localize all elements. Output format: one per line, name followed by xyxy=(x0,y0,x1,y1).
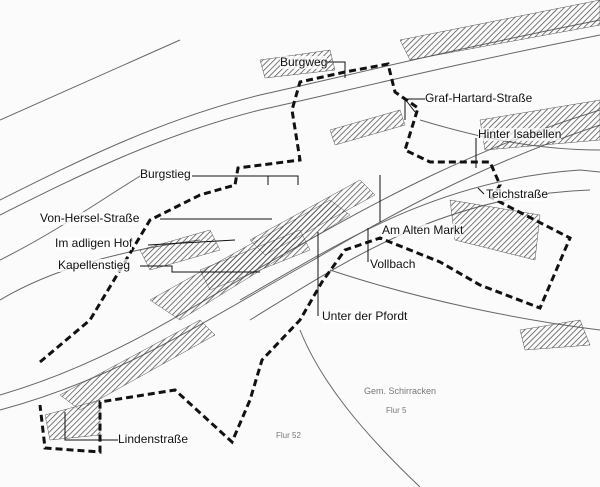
label-burgweg: Burgweg xyxy=(280,55,328,69)
flur-52-label: Flur 52 xyxy=(276,431,301,440)
label-teichstrasse: Teichstraße xyxy=(486,187,549,201)
label-lindenstrasse: Lindenstraße xyxy=(118,432,189,446)
flur-5-label: Flur 5 xyxy=(386,406,407,415)
label-am-alten-markt: Am Alten Markt xyxy=(382,223,464,237)
label-im-adligen-hof: Im adligen Hof xyxy=(55,236,133,250)
label-hinter-isabellen: Hinter Isabellen xyxy=(478,127,562,141)
label-graf-hartard-strasse: Graf-Hartard-Straße xyxy=(425,91,533,105)
label-unter-der-pfordt: Unter der Pfordt xyxy=(322,309,408,323)
label-burgstieg: Burgstieg xyxy=(140,167,191,181)
label-kapellenstieg: Kapellenstieg xyxy=(58,258,131,272)
leader-lines xyxy=(64,61,485,441)
gemarkung-label: Gem. Schirracken xyxy=(364,386,437,396)
buildings xyxy=(44,0,600,441)
area-boundary xyxy=(38,62,572,454)
label-von-hersel-strasse: Von-Hersel-Straße xyxy=(40,211,140,225)
label-vollbach: Vollbach xyxy=(370,257,416,271)
